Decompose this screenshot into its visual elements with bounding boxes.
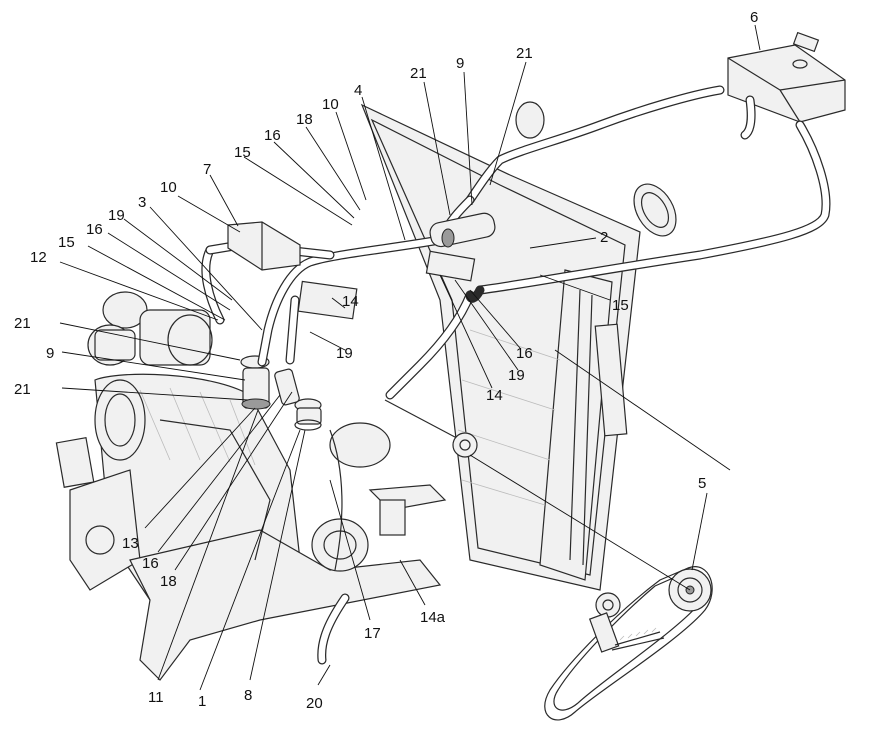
label-7: 7: [203, 161, 211, 178]
label-12: 12: [30, 249, 47, 266]
projection-lines: [469, 349, 731, 591]
radiator-frame: [360, 103, 641, 591]
label-19-mid: 19: [336, 345, 353, 362]
label-18-top: 18: [296, 111, 313, 128]
label-19-right: 19: [508, 367, 525, 384]
label-14-mid: 14: [342, 293, 359, 310]
part-labels: 21 9 21 12 15 16 19 3 10 7 15 16 18 10 4…: [14, 9, 758, 712]
label-16-right: 16: [516, 345, 533, 362]
label-15-left: 15: [58, 234, 75, 251]
label-2: 2: [600, 229, 608, 246]
label-21-top: 21: [410, 65, 427, 82]
label-10-top: 10: [322, 96, 339, 113]
expansion-tank: [727, 31, 846, 123]
fan-clamps: [515, 101, 677, 237]
belt-assembly: [544, 566, 713, 721]
label-15-right: 15: [612, 297, 629, 314]
filter-elements: [240, 355, 322, 431]
label-14-right: 14: [486, 387, 503, 404]
oil-cooler-bracket: [227, 212, 496, 320]
label-8: 8: [244, 687, 252, 704]
label-17: 17: [364, 625, 381, 642]
label-14a: 14a: [420, 609, 446, 626]
label-16-mid: 16: [264, 127, 281, 144]
engine-block: [55, 373, 442, 681]
label-21-top-right: 21: [516, 45, 533, 62]
label-16-bottom: 16: [142, 555, 159, 572]
label-10-left: 10: [160, 179, 177, 196]
label-11: 11: [148, 689, 164, 706]
label-6: 6: [750, 9, 758, 26]
label-15-mid: 15: [234, 144, 251, 161]
label-18-bottom: 18: [160, 573, 177, 590]
label-1: 1: [198, 693, 206, 710]
label-20: 20: [306, 695, 323, 712]
label-16-left: 16: [86, 221, 103, 238]
air-cleaner-pipes: [87, 291, 213, 366]
leader-lines: [59, 24, 761, 691]
label-9-left: 9: [46, 345, 54, 362]
label-19-left: 19: [108, 207, 125, 224]
label-3: 3: [138, 194, 146, 211]
label-21-left-lower: 21: [14, 381, 31, 398]
label-9-top: 9: [456, 55, 464, 72]
label-13: 13: [122, 535, 139, 552]
label-21-left: 21: [14, 315, 31, 332]
belt-drive-shaft: [368, 399, 478, 536]
label-5: 5: [698, 475, 706, 492]
label-4: 4: [354, 82, 362, 99]
